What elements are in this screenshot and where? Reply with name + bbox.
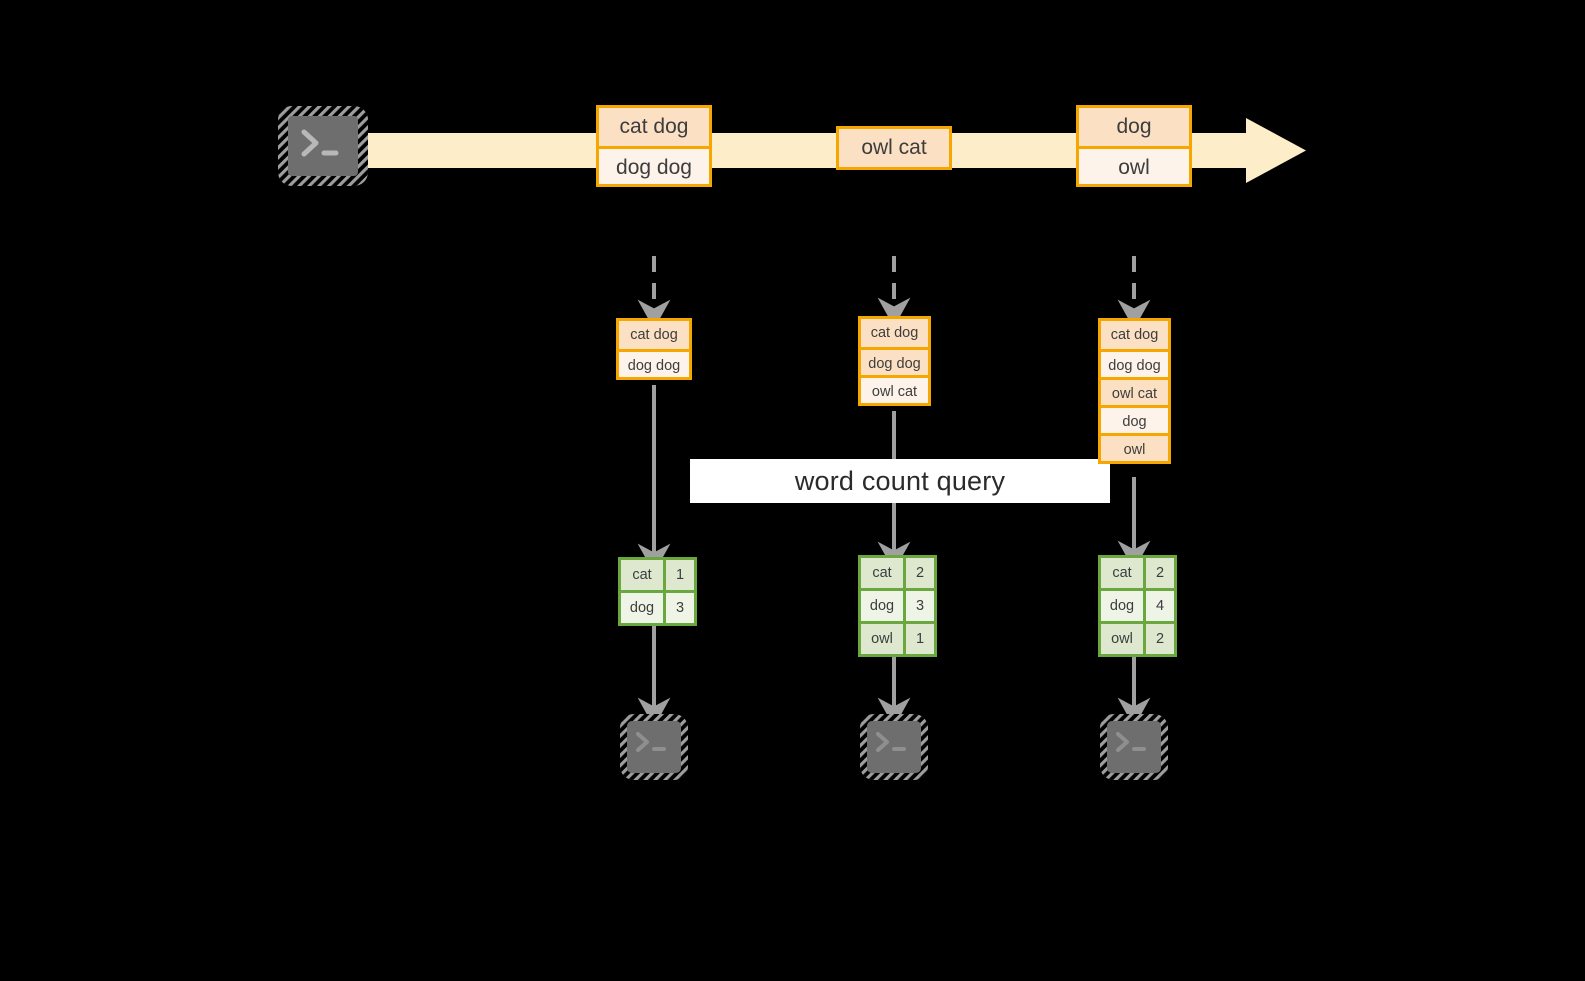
query-label: word count query [794, 466, 1006, 496]
stream-event-3-row: dog [1079, 108, 1189, 146]
snapshot-2-input-row: dog dog [861, 347, 928, 375]
terminal-prompt-glyph [876, 732, 906, 752]
table-row: cat 1 [621, 560, 694, 590]
stream-event-1-row: cat dog [599, 108, 709, 146]
table-row: dog 3 [621, 590, 694, 623]
result-word: cat [621, 560, 666, 590]
result-word: owl [861, 624, 906, 654]
result-count: 2 [906, 558, 934, 588]
terminal-prompt-glyph [1116, 732, 1146, 752]
snapshot-1-input-row: dog dog [619, 349, 689, 377]
stream-tap-arrows [637, 256, 1151, 330]
table-row: cat 2 [861, 558, 934, 588]
snapshot-1-output-terminal-icon[interactable] [620, 714, 688, 780]
snapshot-1-input-row: cat dog [619, 321, 689, 349]
result-count: 1 [906, 624, 934, 654]
stream-event-2-row: owl cat [839, 129, 949, 167]
query-label-band: word count query [690, 459, 1110, 503]
stream-event-1-row: dog dog [599, 146, 709, 184]
result-word: dog [621, 593, 666, 623]
snapshot-2-result[interactable]: cat 2 dog 3 owl 1 [858, 555, 937, 657]
snapshot-3-input-row: dog dog [1101, 349, 1168, 377]
snapshot-3-input-row: cat dog [1101, 321, 1168, 349]
stream-event-1[interactable]: cat dog dog dog [596, 105, 712, 187]
snapshot-3-input-row: owl cat [1101, 377, 1168, 405]
stream-event-3[interactable]: dog owl [1076, 105, 1192, 187]
table-row: dog 3 [861, 588, 934, 621]
result-word: owl [1101, 624, 1146, 654]
result-count: 1 [666, 560, 694, 590]
snapshot-3-input[interactable]: cat dog dog dog owl cat dog owl [1098, 318, 1171, 464]
result-count: 3 [906, 591, 934, 621]
table-row: cat 2 [1101, 558, 1174, 588]
stream-event-3-row: owl [1079, 146, 1189, 184]
terminal-prompt-glyph [636, 732, 666, 752]
snapshot-3-input-row: owl [1101, 433, 1168, 461]
snapshot-2-input[interactable]: cat dog dog dog owl cat [858, 316, 931, 406]
snapshot-3-input-row: dog [1101, 405, 1168, 433]
snapshot-2-output-terminal-icon[interactable] [860, 714, 928, 780]
result-word: cat [1101, 558, 1146, 588]
terminal-prompt-glyph [301, 129, 339, 157]
snapshot-1-input[interactable]: cat dog dog dog [616, 318, 692, 380]
stream-event-2[interactable]: owl cat [836, 126, 952, 170]
snapshot-3-output-terminal-icon[interactable] [1100, 714, 1168, 780]
result-word: dog [861, 591, 906, 621]
result-count: 4 [1146, 591, 1174, 621]
result-count: 2 [1146, 558, 1174, 588]
snapshot-3-result[interactable]: cat 2 dog 4 owl 2 [1098, 555, 1177, 657]
result-count: 3 [666, 593, 694, 623]
source-terminal-icon[interactable] [278, 106, 368, 186]
result-word: dog [1101, 591, 1146, 621]
result-word: cat [861, 558, 906, 588]
snapshot-2-input-row: cat dog [861, 319, 928, 347]
snapshot-2-input-row: owl cat [861, 375, 928, 403]
table-row: owl 2 [1101, 621, 1174, 654]
table-row: owl 1 [861, 621, 934, 654]
result-count: 2 [1146, 624, 1174, 654]
table-row: dog 4 [1101, 588, 1174, 621]
snapshot-1-result[interactable]: cat 1 dog 3 [618, 557, 697, 626]
